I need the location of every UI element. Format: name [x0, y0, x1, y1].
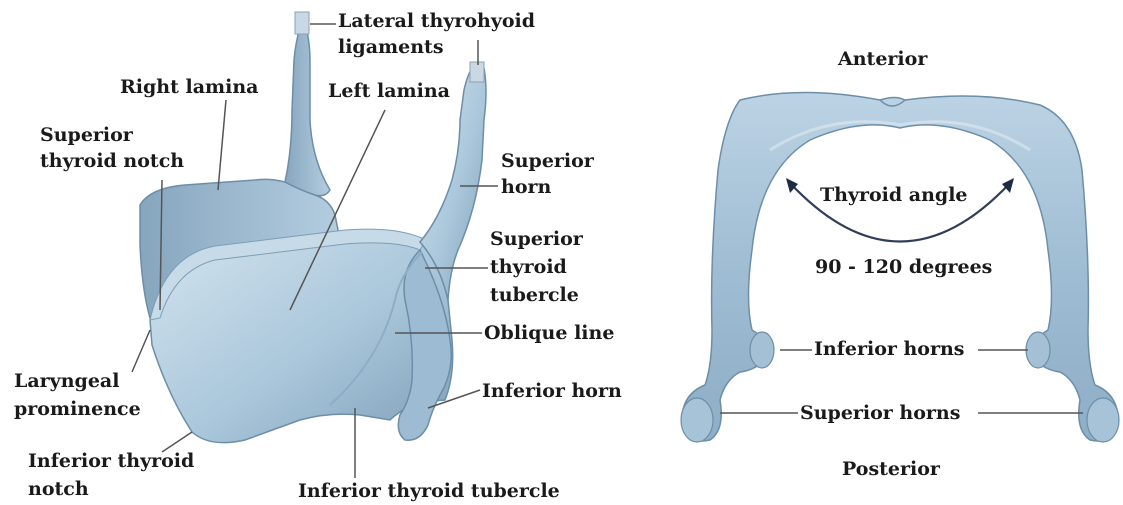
label-right-lamina: Right lamina — [120, 76, 258, 99]
label-superior-thyroid-notch-line2: thyroid notch — [40, 150, 184, 173]
label-lateral-thyrohyoid-line1: Lateral thyrohyoid — [338, 10, 535, 33]
label-left-lamina: Left lamina — [328, 80, 450, 103]
right-superior-horn-shape — [285, 28, 330, 196]
label-inferior-thyroid-tubercle: Inferior thyroid tubercle — [298, 480, 560, 503]
label-superior-horn-line2: horn — [501, 176, 551, 199]
label-superior-horns: Superior horns — [800, 402, 960, 425]
superior-horn-knob-left — [681, 398, 713, 442]
left-ligament-shape — [470, 62, 484, 82]
label-inferior-thyroid-notch-line1: Inferior thyroid — [28, 450, 194, 473]
label-angle-range: 90 - 120 degrees — [815, 256, 992, 279]
label-laryngeal-prominence-line1: Laryngeal — [14, 370, 119, 393]
label-posterior: Posterior — [842, 458, 940, 481]
label-anterior: Anterior — [838, 48, 927, 71]
superior-horn-knob-right — [1087, 398, 1119, 442]
label-superior-horn-line1: Superior — [501, 150, 594, 173]
label-lateral-thyrohyoid-line2: ligaments — [338, 36, 444, 59]
label-oblique-line: Oblique line — [484, 322, 614, 345]
label-inferior-horn: Inferior horn — [482, 380, 622, 403]
label-superior-thyroid-notch-line1: Superior — [40, 124, 133, 147]
label-inferior-horns: Inferior horns — [814, 338, 965, 361]
label-superior-thyroid-tubercle-line2: thyroid — [490, 256, 567, 279]
label-superior-thyroid-tubercle-line1: Superior — [490, 228, 583, 251]
inferior-horn-knob-right — [1026, 332, 1050, 368]
inferior-horn-knob-left — [750, 332, 774, 368]
right-ligament-shape — [295, 12, 309, 34]
label-superior-thyroid-tubercle-line3: tubercle — [490, 284, 579, 307]
label-inferior-thyroid-notch-line2: notch — [28, 478, 89, 501]
label-laryngeal-prominence-line2: prominence — [14, 398, 141, 421]
label-thyroid-angle: Thyroid angle — [820, 184, 968, 207]
